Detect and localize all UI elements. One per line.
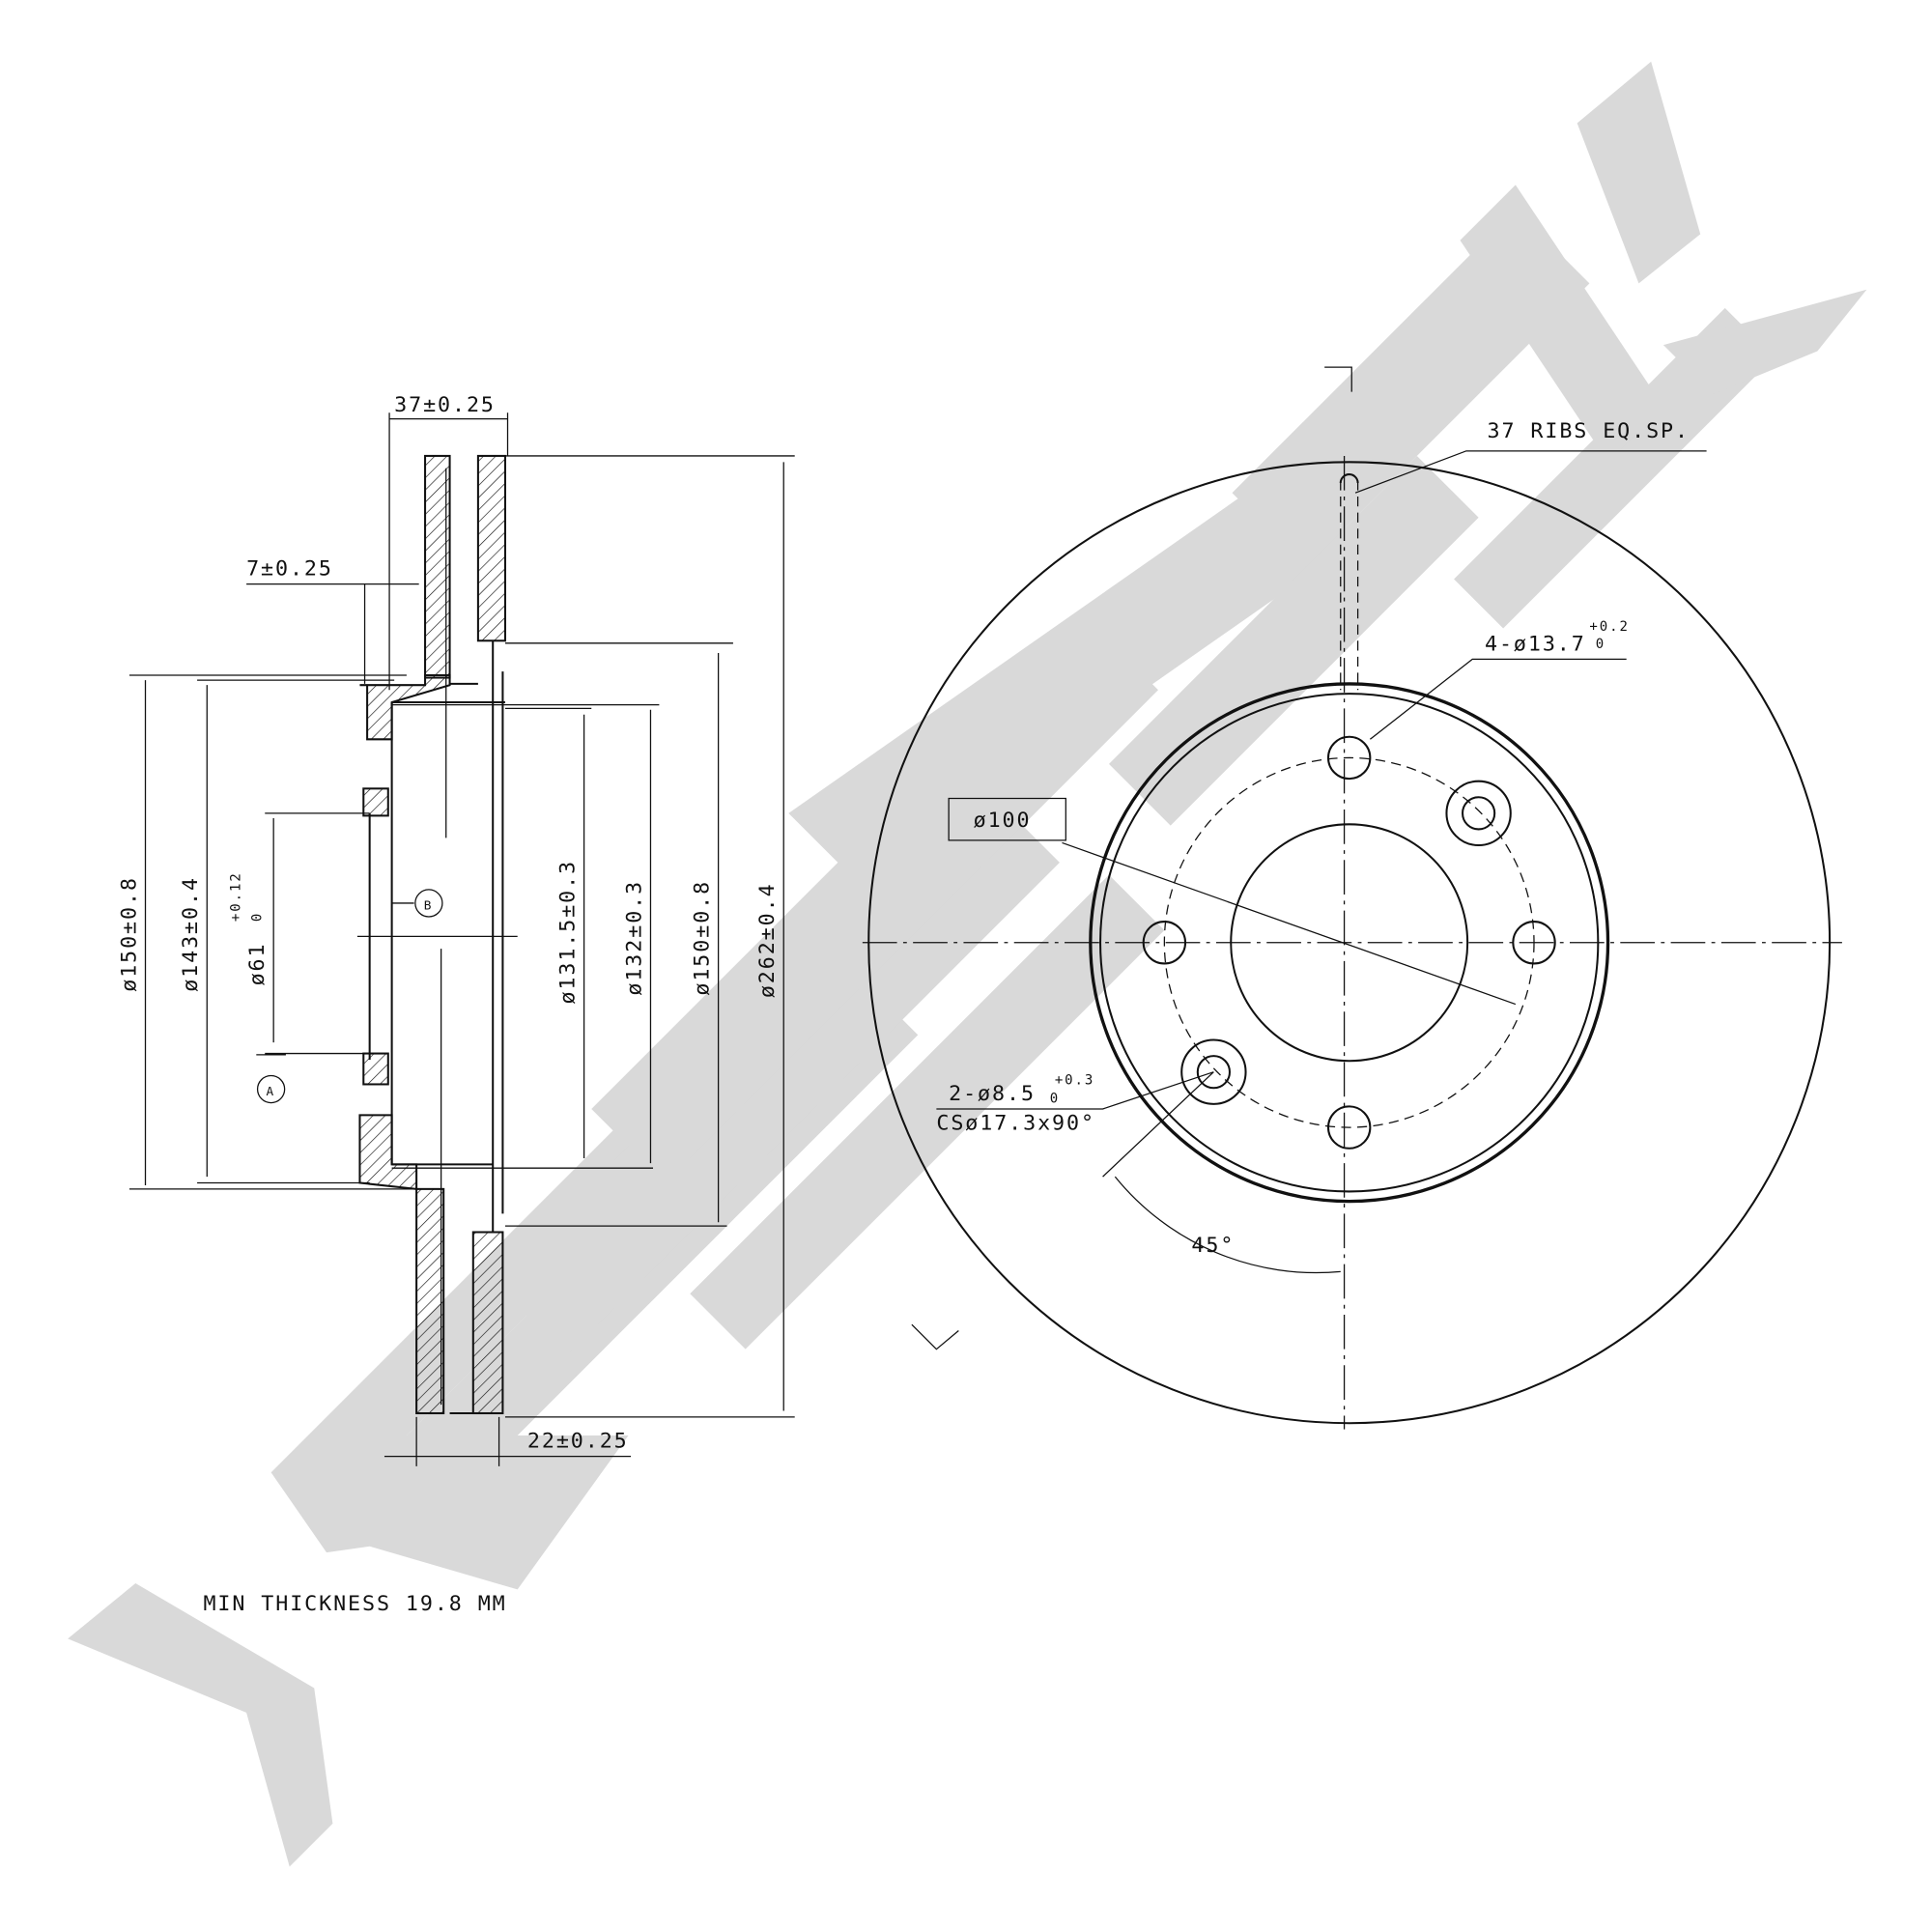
countersink-label: CSø17.3x90° [936, 1112, 1095, 1136]
pin-holes [1180, 780, 1512, 1105]
bolt-holes-tol-lower: 0 [1596, 637, 1605, 652]
front-view: 37 RIBS EQ.SP. 4-ø13.7 +0.2 0 ø100 2-ø8.… [862, 366, 1842, 1430]
dim-d143: ø143±0.4 [179, 876, 203, 992]
section-view: 37±0.25 7±0.25 22±0.25 ø150±0.8 ø143±0.4… [117, 393, 795, 1616]
dim-d132: ø132±0.3 [622, 880, 646, 996]
dim-d150-left: ø150±0.8 [117, 876, 141, 992]
dim-hat-offset: 7±0.25 [246, 557, 333, 582]
bolt-holes-tol-upper: +0.2 [1589, 619, 1629, 635]
dim-d61: ø61 [245, 943, 270, 986]
dim-disc-thickness: 22±0.25 [527, 1430, 629, 1454]
datum-a-marker [256, 1074, 286, 1104]
inner-plate-top [476, 454, 506, 642]
datum-b-label: B [424, 898, 434, 913]
ribs-note: 37 RIBS EQ.SP. [1488, 419, 1690, 443]
datum-b-marker [414, 889, 443, 918]
watermark-logo [68, 61, 1867, 1867]
dim-overall-width: 37±0.25 [394, 393, 496, 417]
dim-d131-5: ø131.5±0.3 [555, 860, 580, 1005]
min-thickness-note: MIN THICKNESS 19.8 MM [203, 1592, 506, 1616]
datum-a-label: A [267, 1085, 276, 1099]
dim-d61-tol-lower: 0 [249, 912, 265, 922]
pin-holes-tol-upper: +0.3 [1055, 1072, 1094, 1088]
pin-holes-label: 2-ø8.5 [949, 1082, 1036, 1106]
dim-d262: ø262±0.4 [755, 882, 780, 998]
bolt-holes [1142, 735, 1556, 1150]
rib-slot [1340, 480, 1359, 691]
pcd-label: ø100 [974, 809, 1032, 833]
pin-holes-tol-lower: 0 [1050, 1092, 1060, 1107]
angle-label: 45° [1191, 1234, 1235, 1258]
outer-plate-bottom [415, 1187, 445, 1415]
dim-d61-tol-upper: +0.12 [229, 871, 244, 922]
dim-d150-right: ø150±0.8 [690, 880, 714, 996]
inner-plate-bottom [471, 1231, 504, 1415]
bolt-holes-label: 4-ø13.7 [1485, 632, 1586, 656]
